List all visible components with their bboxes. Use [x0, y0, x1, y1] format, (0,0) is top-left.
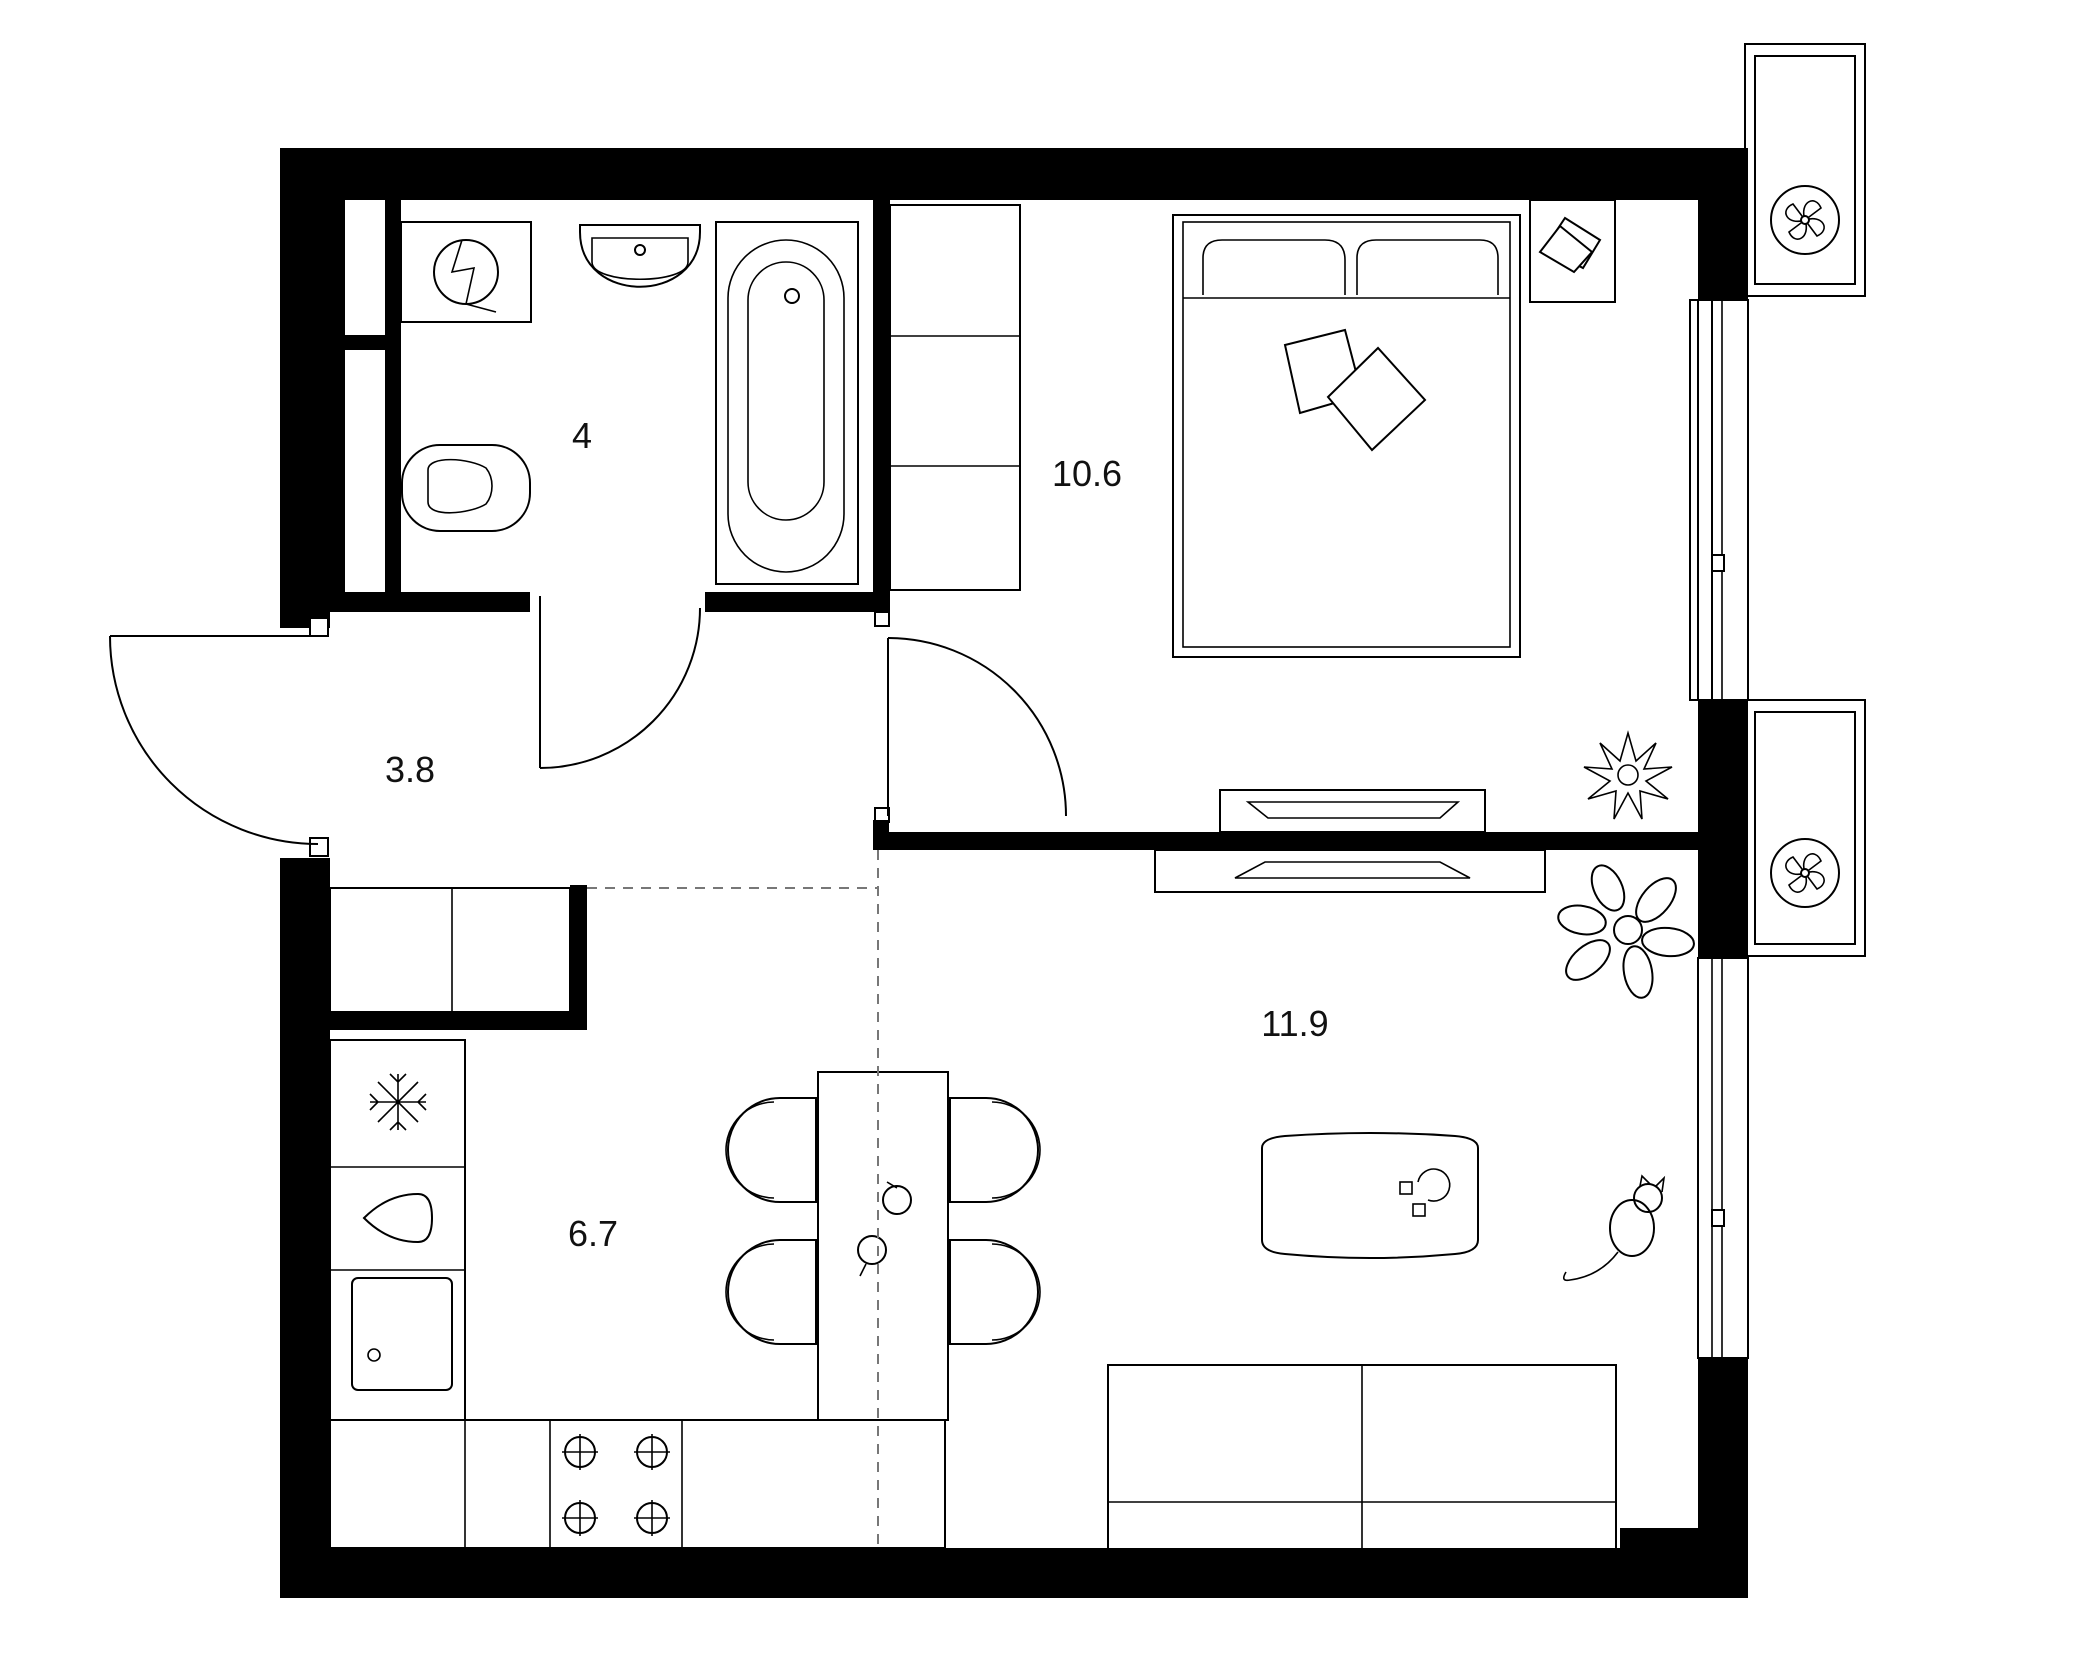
dining-table-icon: [817, 1071, 949, 1421]
ac-units: [1744, 43, 1866, 957]
room-area-living-room: 11.9: [1261, 1003, 1328, 1044]
kitchen-counter-icon: [329, 1039, 946, 1549]
zone-dividers: [587, 850, 879, 1548]
toilet-icon: [401, 444, 531, 532]
water-drop-icon: [362, 1192, 434, 1244]
fan-icon: [1770, 838, 1840, 908]
tv-icon: [1219, 789, 1486, 833]
coffee-table-icon: [1261, 1132, 1479, 1259]
windows: [1689, 299, 1749, 1359]
bed-icon: [1172, 214, 1521, 658]
washing-machine-icon: [433, 239, 499, 313]
kitchen: [329, 887, 1041, 1549]
chairs-icon: [725, 1097, 1041, 1345]
bathtub-icon: [715, 221, 859, 585]
bedroom: [889, 199, 1673, 833]
nightstand-icon: [1529, 199, 1616, 303]
sofa-icon: [1107, 1364, 1617, 1551]
plant-icon: [1557, 864, 1695, 999]
dishwasher-icon: [351, 1277, 453, 1391]
tv-icon: [1154, 849, 1546, 893]
plant-icon: [1583, 730, 1673, 820]
walls: [280, 148, 1748, 1598]
room-area-bedroom: 10.6: [1052, 453, 1122, 494]
cat-icon: [1562, 1174, 1666, 1282]
living-room: [1107, 849, 1695, 1551]
room-area-bathroom: 4: [572, 415, 592, 456]
wardrobe-icon: [889, 204, 1021, 591]
hall-cabinet-icon: [329, 887, 571, 1013]
stove-icon: [562, 1434, 670, 1536]
fan-icon: [1770, 185, 1840, 255]
doors: [109, 596, 1067, 845]
sink-icon: [579, 224, 701, 288]
freezer-icon: [369, 1073, 427, 1131]
bathroom: [400, 221, 859, 585]
room-area-kitchen: 6.7: [568, 1213, 618, 1254]
room-area-hallway: 3.8: [385, 749, 435, 790]
